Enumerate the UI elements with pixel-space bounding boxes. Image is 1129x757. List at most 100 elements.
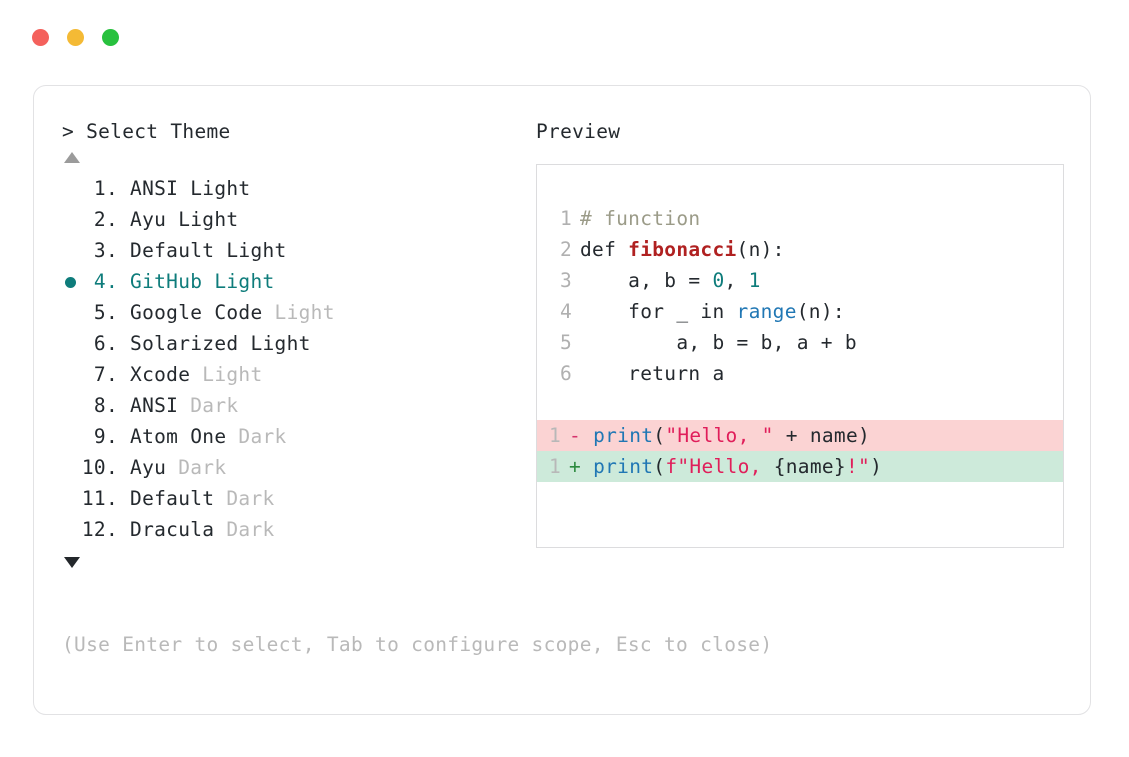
close-window-button[interactable] bbox=[32, 29, 49, 46]
select-theme-prompt: > Select Theme bbox=[62, 120, 231, 143]
theme-item-variant: Light bbox=[250, 332, 311, 355]
line-number: 1 bbox=[548, 424, 561, 447]
theme-item-variant: Light bbox=[214, 270, 275, 293]
theme-item-index: 1. bbox=[93, 177, 118, 200]
theme-item-name: Ayu bbox=[118, 456, 179, 479]
theme-item-name: Default bbox=[118, 487, 227, 510]
theme-list-item[interactable]: 7. Xcode Light bbox=[62, 359, 532, 390]
window-titlebar bbox=[32, 29, 119, 46]
triangle-down-icon[interactable] bbox=[64, 557, 80, 568]
theme-item-variant: Dark bbox=[190, 394, 239, 417]
code-token: !" bbox=[845, 455, 871, 478]
code-token: 1 bbox=[748, 269, 761, 292]
theme-item-index: 3. bbox=[93, 239, 118, 262]
code-token: 0 bbox=[712, 269, 725, 292]
line-number: 4 bbox=[559, 300, 572, 323]
theme-list-item[interactable]: 6. Solarized Light bbox=[62, 328, 532, 359]
theme-item-variant: Dark bbox=[226, 518, 275, 541]
theme-list-item[interactable]: 1. ANSI Light bbox=[62, 173, 532, 204]
code-line: 5 a, b = b, a + b bbox=[537, 327, 1063, 358]
diff-removed-line: 1- print("Hello, " + name) bbox=[537, 420, 1063, 451]
code-token: a, b = bbox=[580, 269, 713, 292]
code-token: (n): bbox=[796, 300, 845, 323]
diff-sample: 1- print("Hello, " + name)1+ print(f"Hel… bbox=[537, 420, 1063, 482]
theme-list-item[interactable]: 3. Default Light bbox=[62, 235, 532, 266]
theme-item-index: 9. bbox=[93, 425, 118, 448]
code-line: 6 return a bbox=[537, 358, 1063, 389]
theme-item-name: Xcode bbox=[118, 363, 203, 386]
theme-item-index: 6. bbox=[93, 332, 118, 355]
theme-item-index: 5. bbox=[93, 301, 118, 324]
code-token: a, b = b, a + b bbox=[580, 331, 857, 354]
code-token: range bbox=[736, 300, 797, 323]
theme-item-index: 11. bbox=[81, 487, 118, 510]
code-token: # function bbox=[580, 207, 701, 230]
theme-list-item[interactable]: 10. Ayu Dark bbox=[62, 452, 532, 483]
line-number: 5 bbox=[559, 331, 572, 354]
theme-item-variant: Dark bbox=[238, 425, 287, 448]
code-token: ( bbox=[653, 455, 666, 478]
theme-item-index: 7. bbox=[93, 363, 118, 386]
code-token: {name} bbox=[773, 455, 846, 478]
code-token: (n): bbox=[736, 238, 785, 261]
code-token: ) bbox=[870, 455, 883, 478]
theme-list-item[interactable]: 2. Ayu Light bbox=[62, 204, 532, 235]
theme-item-index: 10. bbox=[81, 456, 118, 479]
theme-item-variant: Light bbox=[274, 301, 335, 324]
theme-list-item[interactable]: 9. Atom One Dark bbox=[62, 421, 532, 452]
theme-list-item[interactable]: 8. ANSI Dark bbox=[62, 390, 532, 421]
code-token: "Hello, " bbox=[665, 424, 774, 447]
code-token: print bbox=[593, 424, 654, 447]
theme-item-variant: Light bbox=[178, 208, 239, 231]
theme-item-name: Dracula bbox=[118, 518, 227, 541]
triangle-up-icon[interactable] bbox=[64, 152, 80, 163]
diff-added-line: 1 + print(f"Hello, {name}!") bbox=[537, 451, 1063, 482]
code-token: for _ in bbox=[580, 300, 737, 323]
diff-sign: + bbox=[569, 455, 594, 478]
line-number: 3 bbox=[559, 269, 572, 292]
theme-item-index: 12. bbox=[81, 518, 118, 541]
theme-item-name: ANSI bbox=[118, 177, 191, 200]
line-number: 2 bbox=[559, 238, 572, 261]
maximize-window-button[interactable] bbox=[102, 29, 119, 46]
theme-item-index: 2. bbox=[93, 208, 118, 231]
theme-item-name: GitHub bbox=[118, 270, 215, 293]
theme-list-item[interactable]: 4. GitHub Light bbox=[62, 266, 532, 297]
code-token: , bbox=[724, 269, 749, 292]
code-spacer bbox=[537, 389, 1063, 420]
code-token: return a bbox=[580, 362, 725, 385]
theme-item-variant: Light bbox=[190, 177, 251, 200]
code-token: print bbox=[593, 455, 654, 478]
code-line: 4 for _ in range(n): bbox=[537, 296, 1063, 327]
code-token: fibonacci bbox=[628, 238, 737, 261]
theme-item-name: Google Code bbox=[118, 301, 275, 324]
theme-item-name: Ayu bbox=[118, 208, 179, 231]
theme-list-item[interactable]: 12. Dracula Dark bbox=[62, 514, 532, 545]
theme-item-index: 4. bbox=[93, 270, 118, 293]
theme-item-name: Solarized bbox=[118, 332, 251, 355]
minimize-window-button[interactable] bbox=[67, 29, 84, 46]
theme-item-variant: Dark bbox=[226, 487, 275, 510]
theme-item-name: Atom One bbox=[118, 425, 239, 448]
code-token: + name) bbox=[773, 424, 871, 447]
theme-list-item[interactable]: 5. Google Code Light bbox=[62, 297, 532, 328]
line-number: 1 bbox=[559, 207, 572, 230]
selected-bullet-icon bbox=[65, 277, 76, 288]
line-number: 6 bbox=[559, 362, 572, 385]
line-number: 1 bbox=[548, 455, 561, 478]
theme-list-item[interactable]: 11. Default Dark bbox=[62, 483, 532, 514]
keyboard-hint: (Use Enter to select, Tab to configure s… bbox=[62, 633, 773, 656]
code-token: f"Hello, bbox=[665, 455, 774, 478]
theme-item-variant: Light bbox=[202, 363, 263, 386]
diff-sign: - bbox=[569, 424, 594, 447]
theme-item-variant: Dark bbox=[178, 456, 227, 479]
code-token: ( bbox=[653, 424, 666, 447]
preview-title: Preview bbox=[536, 120, 621, 143]
